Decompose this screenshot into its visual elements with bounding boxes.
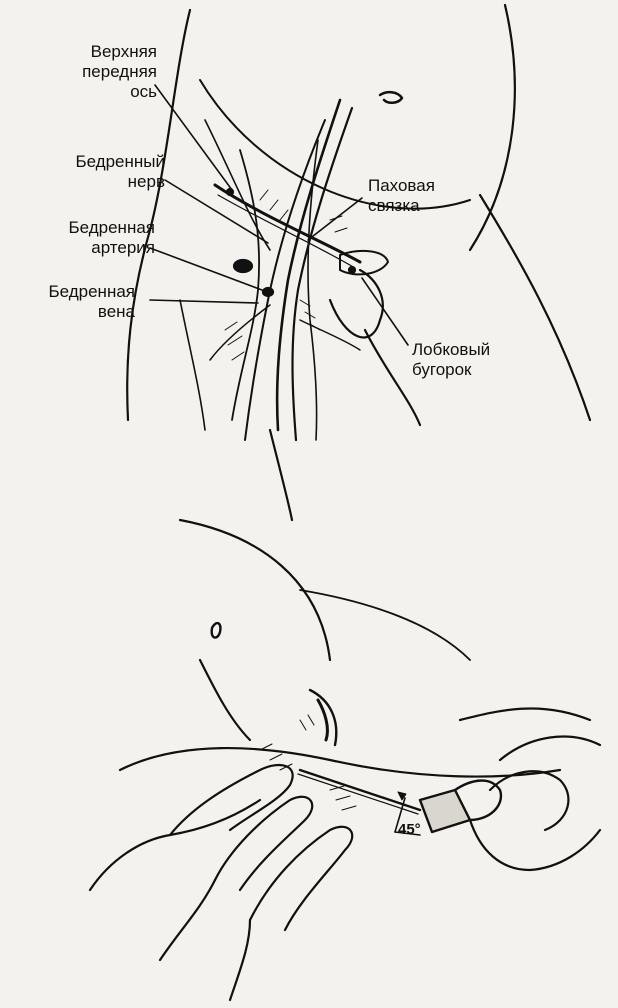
label-line: связка [368, 196, 468, 216]
index-finger [170, 765, 293, 835]
right-hand-top [500, 737, 600, 760]
branch-right [300, 320, 360, 350]
inguinal-ligament-edge [218, 195, 355, 268]
palm-edge [160, 880, 215, 960]
label-pubic-tubercle: Лобковый бугорок [412, 340, 522, 380]
groin-fold [200, 660, 250, 740]
pubic-tubercle-dot [349, 267, 355, 273]
scrotum-outline [310, 690, 336, 745]
muscle-edge [180, 300, 205, 430]
groin-anatomy-illustration [127, 5, 590, 520]
middle-finger [215, 797, 312, 890]
label-line: ось [55, 82, 157, 102]
label-line: нерв [35, 172, 165, 192]
label-line: Лобковый [412, 340, 522, 360]
right-hand-bottom [470, 820, 600, 870]
label-line: Бедренная [25, 218, 155, 238]
needle [300, 770, 420, 810]
right-thumb [490, 771, 568, 830]
label-line: Паховая [368, 176, 468, 196]
label-line: вена [5, 302, 135, 322]
scrotum-shade [318, 700, 327, 740]
hand-right-top [460, 708, 590, 720]
thigh-outline [120, 748, 560, 776]
ring-finger [250, 827, 352, 930]
wrist-line [230, 920, 250, 1000]
abdomen-contour [470, 5, 515, 250]
hatching [225, 190, 347, 360]
syringe-hub [420, 790, 470, 832]
umbilicus-bottom [212, 623, 221, 638]
label-inguinal-ligament: Паховая связка [368, 176, 468, 216]
nerve-branch-1 [232, 150, 259, 420]
thigh-crease [270, 430, 292, 520]
label-line: Бедренный [35, 152, 165, 172]
label-femoral-artery: Бедренная артерия [25, 218, 155, 258]
label-line: бугорок [412, 360, 522, 380]
label-line: передняя [55, 62, 157, 82]
left-hand-contour [90, 800, 260, 890]
label-line: Верхняя [55, 42, 157, 62]
label-line: артерия [25, 238, 155, 258]
label-line: Бедренная [5, 282, 135, 302]
puncture-technique-illustration [90, 520, 600, 1000]
scrotum-contour [330, 270, 383, 337]
umbilicus [380, 92, 402, 103]
label-femoral-nerve: Бедренный нерв [35, 152, 165, 192]
right-thigh-contour [480, 195, 590, 420]
lymph-node [234, 260, 252, 272]
lymph-node-2 [263, 288, 273, 296]
thigh-top-line [300, 590, 470, 660]
label-anterior-superior-spine: Верхняя передняя ось [55, 42, 157, 102]
abdomen-arc [180, 520, 330, 660]
angle-45-label: 45° [398, 820, 421, 840]
label-femoral-vein: Бедренная вена [5, 282, 135, 322]
